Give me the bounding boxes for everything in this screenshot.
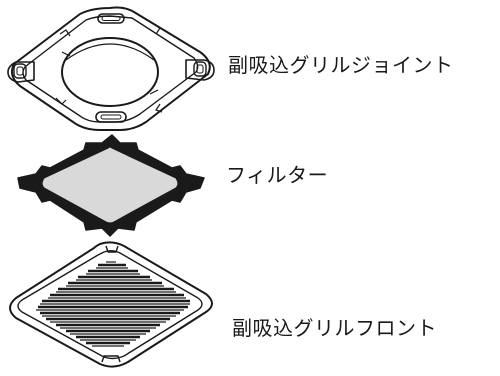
joint-right-lug — [185, 59, 215, 81]
filter-mesh — [41, 146, 179, 224]
front-inner-frame — [17, 250, 203, 360]
grille-joint-label: 副吸込グリルジョイント — [228, 53, 454, 77]
front-top-notch — [105, 245, 119, 253]
front-bottom-notch — [101, 355, 121, 363]
filter-drawing — [17, 134, 205, 237]
joint-bottom-slot — [95, 111, 127, 123]
joint-top-slot — [97, 13, 125, 24]
front-outer-frame — [9, 241, 213, 368]
front-louvres — [36, 261, 190, 347]
joint-left-lug — [7, 61, 35, 83]
filter-label: フィルター — [226, 163, 329, 187]
grille-front-label: 副吸込グリルフロント — [232, 316, 437, 340]
grille-front-drawing — [9, 241, 213, 368]
joint-outer-frame — [11, 6, 211, 131]
grille-joint-drawing — [7, 6, 215, 131]
joint-opening-depth — [65, 43, 155, 61]
joint-center-opening — [61, 37, 159, 107]
